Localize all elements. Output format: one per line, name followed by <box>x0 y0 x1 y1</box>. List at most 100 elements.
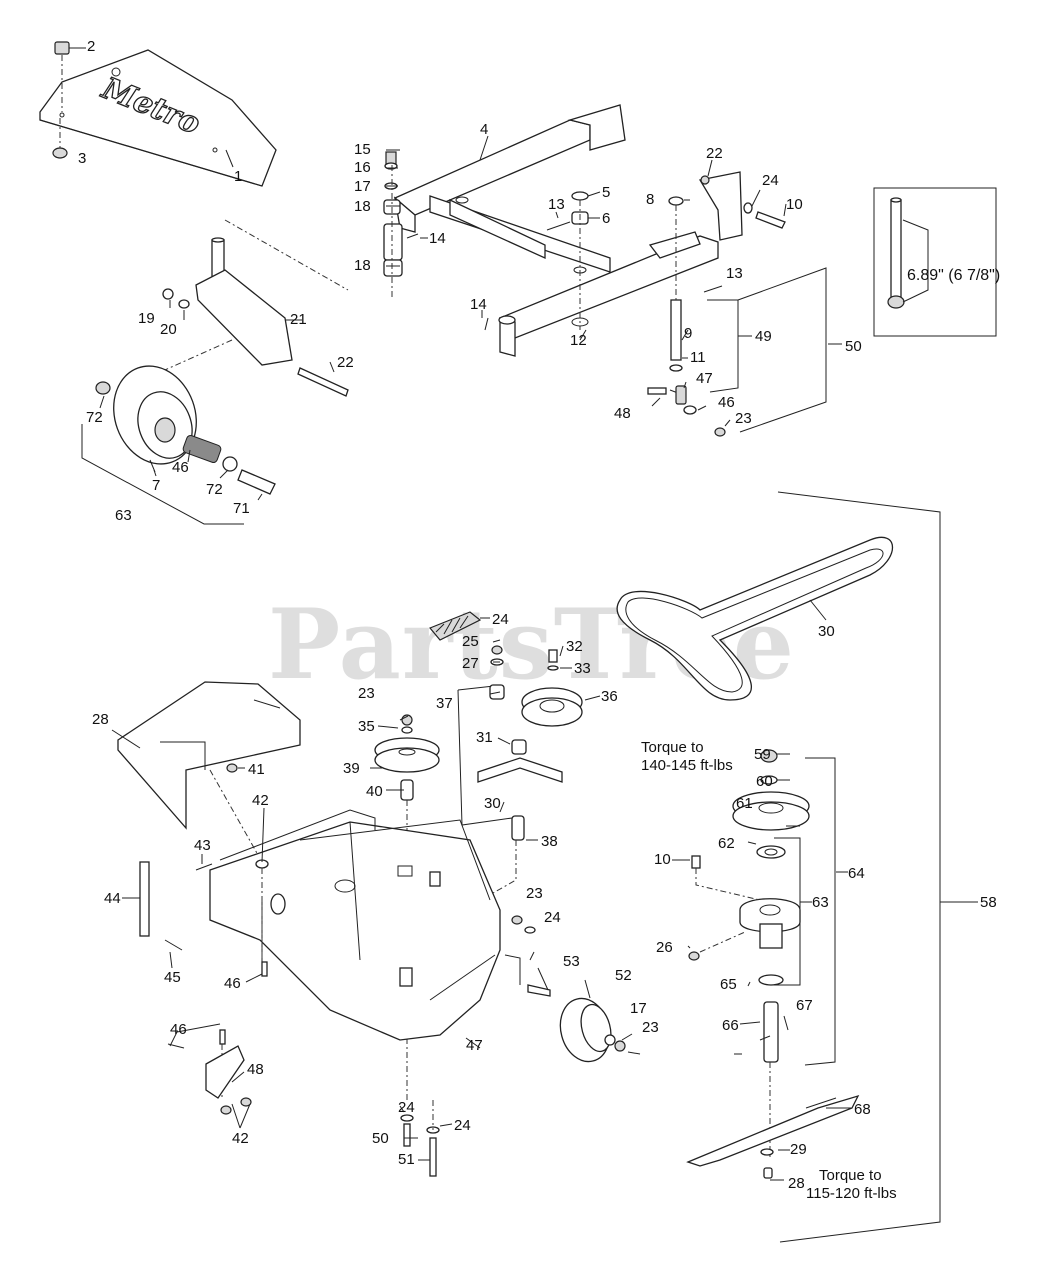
callout-label: 53 <box>563 953 580 970</box>
callout-label: 41 <box>248 761 265 778</box>
callout-label: 9 <box>684 325 692 342</box>
callout-label: 59 <box>754 746 771 763</box>
knob-2 <box>54 41 70 112</box>
callout-label: 2 <box>87 38 95 55</box>
callout-label: 50 <box>845 338 862 355</box>
callout-label: 71 <box>233 500 250 517</box>
callout-label: 30 <box>484 795 501 812</box>
callout-label: 43 <box>194 837 211 854</box>
caster-wheel <box>81 365 276 525</box>
callout-label: 3 <box>78 150 86 167</box>
callout-label: 13 <box>726 265 743 282</box>
callout-label: 46 <box>170 1021 187 1038</box>
callout-label: 18 <box>354 257 371 274</box>
callout-label: 50 <box>372 1130 389 1147</box>
callout-label: 52 <box>615 967 632 984</box>
callout-label: 42 <box>252 792 269 809</box>
spindle-stack <box>383 151 403 300</box>
small-pins <box>406 221 723 331</box>
callout-label: 68 <box>854 1101 871 1118</box>
callout-label: 46 <box>224 975 241 992</box>
callout-label: 51 <box>398 1151 415 1168</box>
callout-label: 40 <box>366 783 383 800</box>
callout-label: 62 <box>718 835 735 852</box>
discharge-chute <box>117 681 301 863</box>
callout-label: 48 <box>247 1061 264 1078</box>
callout-label: 16 <box>354 159 371 176</box>
callout-label: 60 <box>756 773 773 790</box>
callout-label: 64 <box>848 865 865 882</box>
callout-label: 13 <box>548 196 565 213</box>
height-post <box>647 196 726 437</box>
callout-label: 35 <box>358 718 375 735</box>
torque-note-bottom-2: 115-120 ft-lbs <box>806 1185 897 1202</box>
callout-label: 14 <box>429 230 446 247</box>
callout-label: 46 <box>718 394 735 411</box>
callout-label: 33 <box>574 660 591 677</box>
callout-label: 46 <box>172 459 189 476</box>
spring <box>429 611 482 641</box>
callout-label: 39 <box>343 760 360 777</box>
callout-label: 30 <box>818 623 835 640</box>
callout-label: 24 <box>454 1117 471 1134</box>
callout-label: 23 <box>526 885 543 902</box>
callout-label: 23 <box>735 410 752 427</box>
inset-detail: 6.89" (6 7/8") <box>873 187 1000 337</box>
leader-lines <box>69 47 978 1181</box>
callout-label: 36 <box>601 688 618 705</box>
callout-label: 7 <box>152 477 160 494</box>
torque-note-top-1: Torque to <box>641 739 704 756</box>
nut-3 <box>52 118 68 159</box>
callout-label: 26 <box>656 939 673 956</box>
callout-label: 28 <box>92 711 109 728</box>
drive-belt <box>616 536 894 701</box>
callout-label: 45 <box>164 969 181 986</box>
callout-label: 49 <box>755 328 772 345</box>
callout-label: 21 <box>290 311 307 328</box>
callout-label: 38 <box>541 833 558 850</box>
spindle-assembly <box>686 749 860 1179</box>
callout-label: 28 <box>788 1175 805 1192</box>
callout-label: 25 <box>462 633 479 650</box>
hood-cover: Metro <box>39 49 277 187</box>
front-bracket-parts <box>139 859 269 1115</box>
callout-label: 27 <box>462 655 479 672</box>
torque-note-top-2: 140-145 ft-lbs <box>641 757 733 774</box>
callout-label: 63 <box>812 894 829 911</box>
callout-label: 24 <box>492 611 509 628</box>
callout-label: 31 <box>476 729 493 746</box>
callout-label: 8 <box>646 191 654 208</box>
bushing-5-6 <box>571 191 589 330</box>
callout-label: 72 <box>206 481 223 498</box>
callout-label: 22 <box>337 354 354 371</box>
callout-label: 15 <box>354 141 371 158</box>
callout-label: 20 <box>160 321 177 338</box>
callout-label: 65 <box>720 976 737 993</box>
callout-label: 58 <box>980 894 997 911</box>
callout-label: 10 <box>654 851 671 868</box>
callout-label: 67 <box>796 997 813 1014</box>
callout-label: 22 <box>706 145 723 162</box>
inset-measurement: 6.89" (6 7/8") <box>907 267 1000 284</box>
callout-label: 63 <box>115 507 132 524</box>
pulley-39 <box>374 714 440 1100</box>
callout-label: 42 <box>232 1130 249 1147</box>
callout-label: 24 <box>544 909 561 926</box>
callout-label: 32 <box>566 638 583 655</box>
bolt-10 <box>700 175 786 229</box>
callout-label: 17 <box>354 178 371 195</box>
mower-deck <box>209 809 521 1041</box>
callout-label: 23 <box>358 685 375 702</box>
callout-label: 6 <box>602 210 610 227</box>
callout-label: 37 <box>436 695 453 712</box>
caster-arm <box>119 219 349 397</box>
callout-label: 72 <box>86 409 103 426</box>
callout-label: 24 <box>762 172 779 189</box>
callout-label: 24 <box>398 1099 415 1116</box>
torque-note-bottom-1: Torque to <box>819 1167 882 1184</box>
callout-label: 14 <box>470 296 487 313</box>
callout-label: 48 <box>614 405 631 422</box>
callout-label: 47 <box>466 1037 483 1054</box>
callout-label: 11 <box>690 349 706 366</box>
